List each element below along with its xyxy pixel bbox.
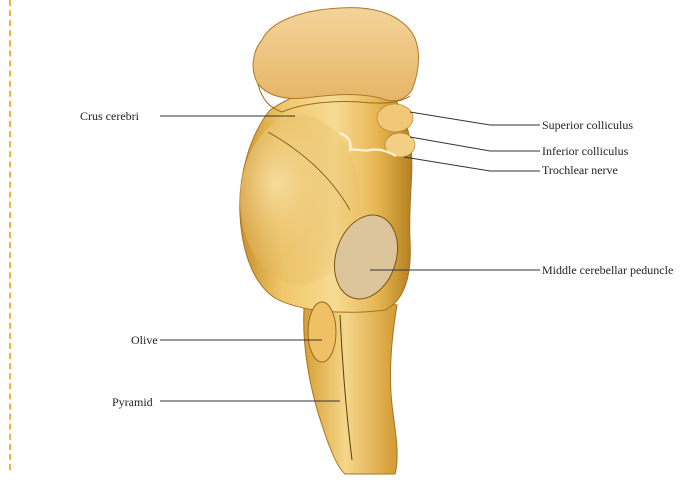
superior-colliculus-bump [377,104,413,132]
label-crus-cerebri: Crus cerebri [80,109,139,123]
olive-bulge [308,302,336,362]
cut-surface [253,8,418,101]
label-pyramid: Pyramid [112,395,153,409]
label-superior-colliculus: Superior colliculus [542,118,633,132]
label-middle-cerebellar-peduncle: Middle cerebellar peduncle [542,263,673,277]
leader-superior-colliculus [410,112,540,125]
label-inferior-colliculus: Inferior colliculus [542,144,628,158]
label-olive: Olive [131,333,158,347]
label-trochlear-nerve: Trochlear nerve [542,163,618,177]
leader-trochlear-nerve [404,157,540,171]
leader-inferior-colliculus [410,137,540,151]
